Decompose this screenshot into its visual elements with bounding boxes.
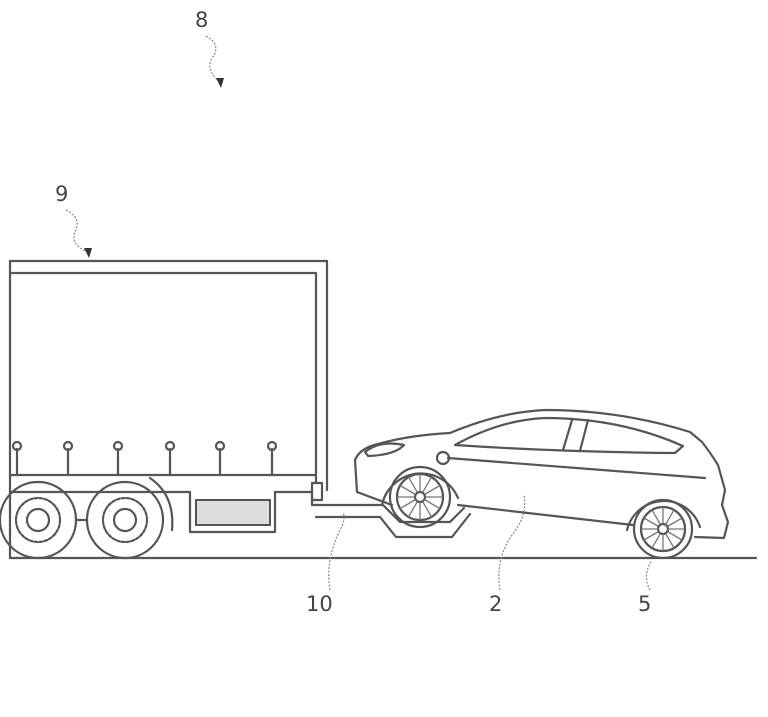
curtain-post-knob	[214, 440, 226, 452]
wheel-spoke	[643, 517, 659, 528]
wheel-spoke	[667, 517, 683, 528]
curtain-post-knob	[62, 440, 74, 452]
label-2: 2	[489, 592, 503, 616]
vehicle	[353, 408, 730, 560]
leader-2	[498, 494, 526, 591]
wheel-spoke	[407, 501, 419, 518]
car-wheel-front	[388, 465, 452, 529]
truck-wheel-rear	[0, 480, 78, 560]
label-8: 8	[195, 8, 209, 32]
curtain-post-knob	[112, 440, 124, 452]
arrow-8	[216, 78, 224, 88]
mudguard	[148, 476, 174, 532]
battery-box	[195, 499, 271, 526]
car-pillar	[561, 418, 590, 453]
leader-9	[65, 209, 89, 253]
label-10: 10	[306, 592, 333, 616]
curtain-post-knob	[11, 440, 23, 452]
leader-5	[645, 559, 653, 591]
wheel-spoke	[664, 509, 675, 525]
car-wheel-rear	[632, 498, 694, 560]
hitch-bar	[314, 503, 472, 539]
arrow-9	[84, 248, 92, 258]
wheel-spoke	[664, 533, 675, 549]
truck	[0, 259, 329, 560]
wheel-spoke	[421, 476, 433, 493]
label-9: 9	[55, 182, 69, 206]
car-body	[353, 408, 730, 540]
wheel-spoke	[667, 530, 683, 541]
truck-chassis	[8, 490, 320, 534]
wheel-spoke	[399, 498, 416, 510]
leader-10	[328, 511, 345, 591]
car-beltline	[446, 456, 707, 480]
curtain-post-knob	[266, 440, 278, 452]
wheel-spoke	[424, 484, 441, 496]
coupling	[310, 481, 324, 502]
wheel-spoke	[421, 501, 433, 518]
wheel-spoke	[651, 533, 662, 549]
fuel-cap	[435, 450, 451, 466]
truck-cargo-box	[8, 259, 329, 560]
wheel-spoke	[399, 484, 416, 496]
curtain-post-knob	[164, 440, 176, 452]
wheel-spoke	[651, 509, 662, 525]
leader-8	[205, 35, 221, 83]
label-5: 5	[638, 592, 652, 616]
curtain-posts	[11, 440, 278, 477]
wheel-spoke	[424, 498, 441, 510]
truck-wheel-front	[85, 480, 165, 560]
car-window	[453, 416, 685, 455]
wheel-spoke	[643, 530, 659, 541]
wheel-spoke	[407, 476, 419, 493]
car-headlight	[363, 442, 406, 458]
